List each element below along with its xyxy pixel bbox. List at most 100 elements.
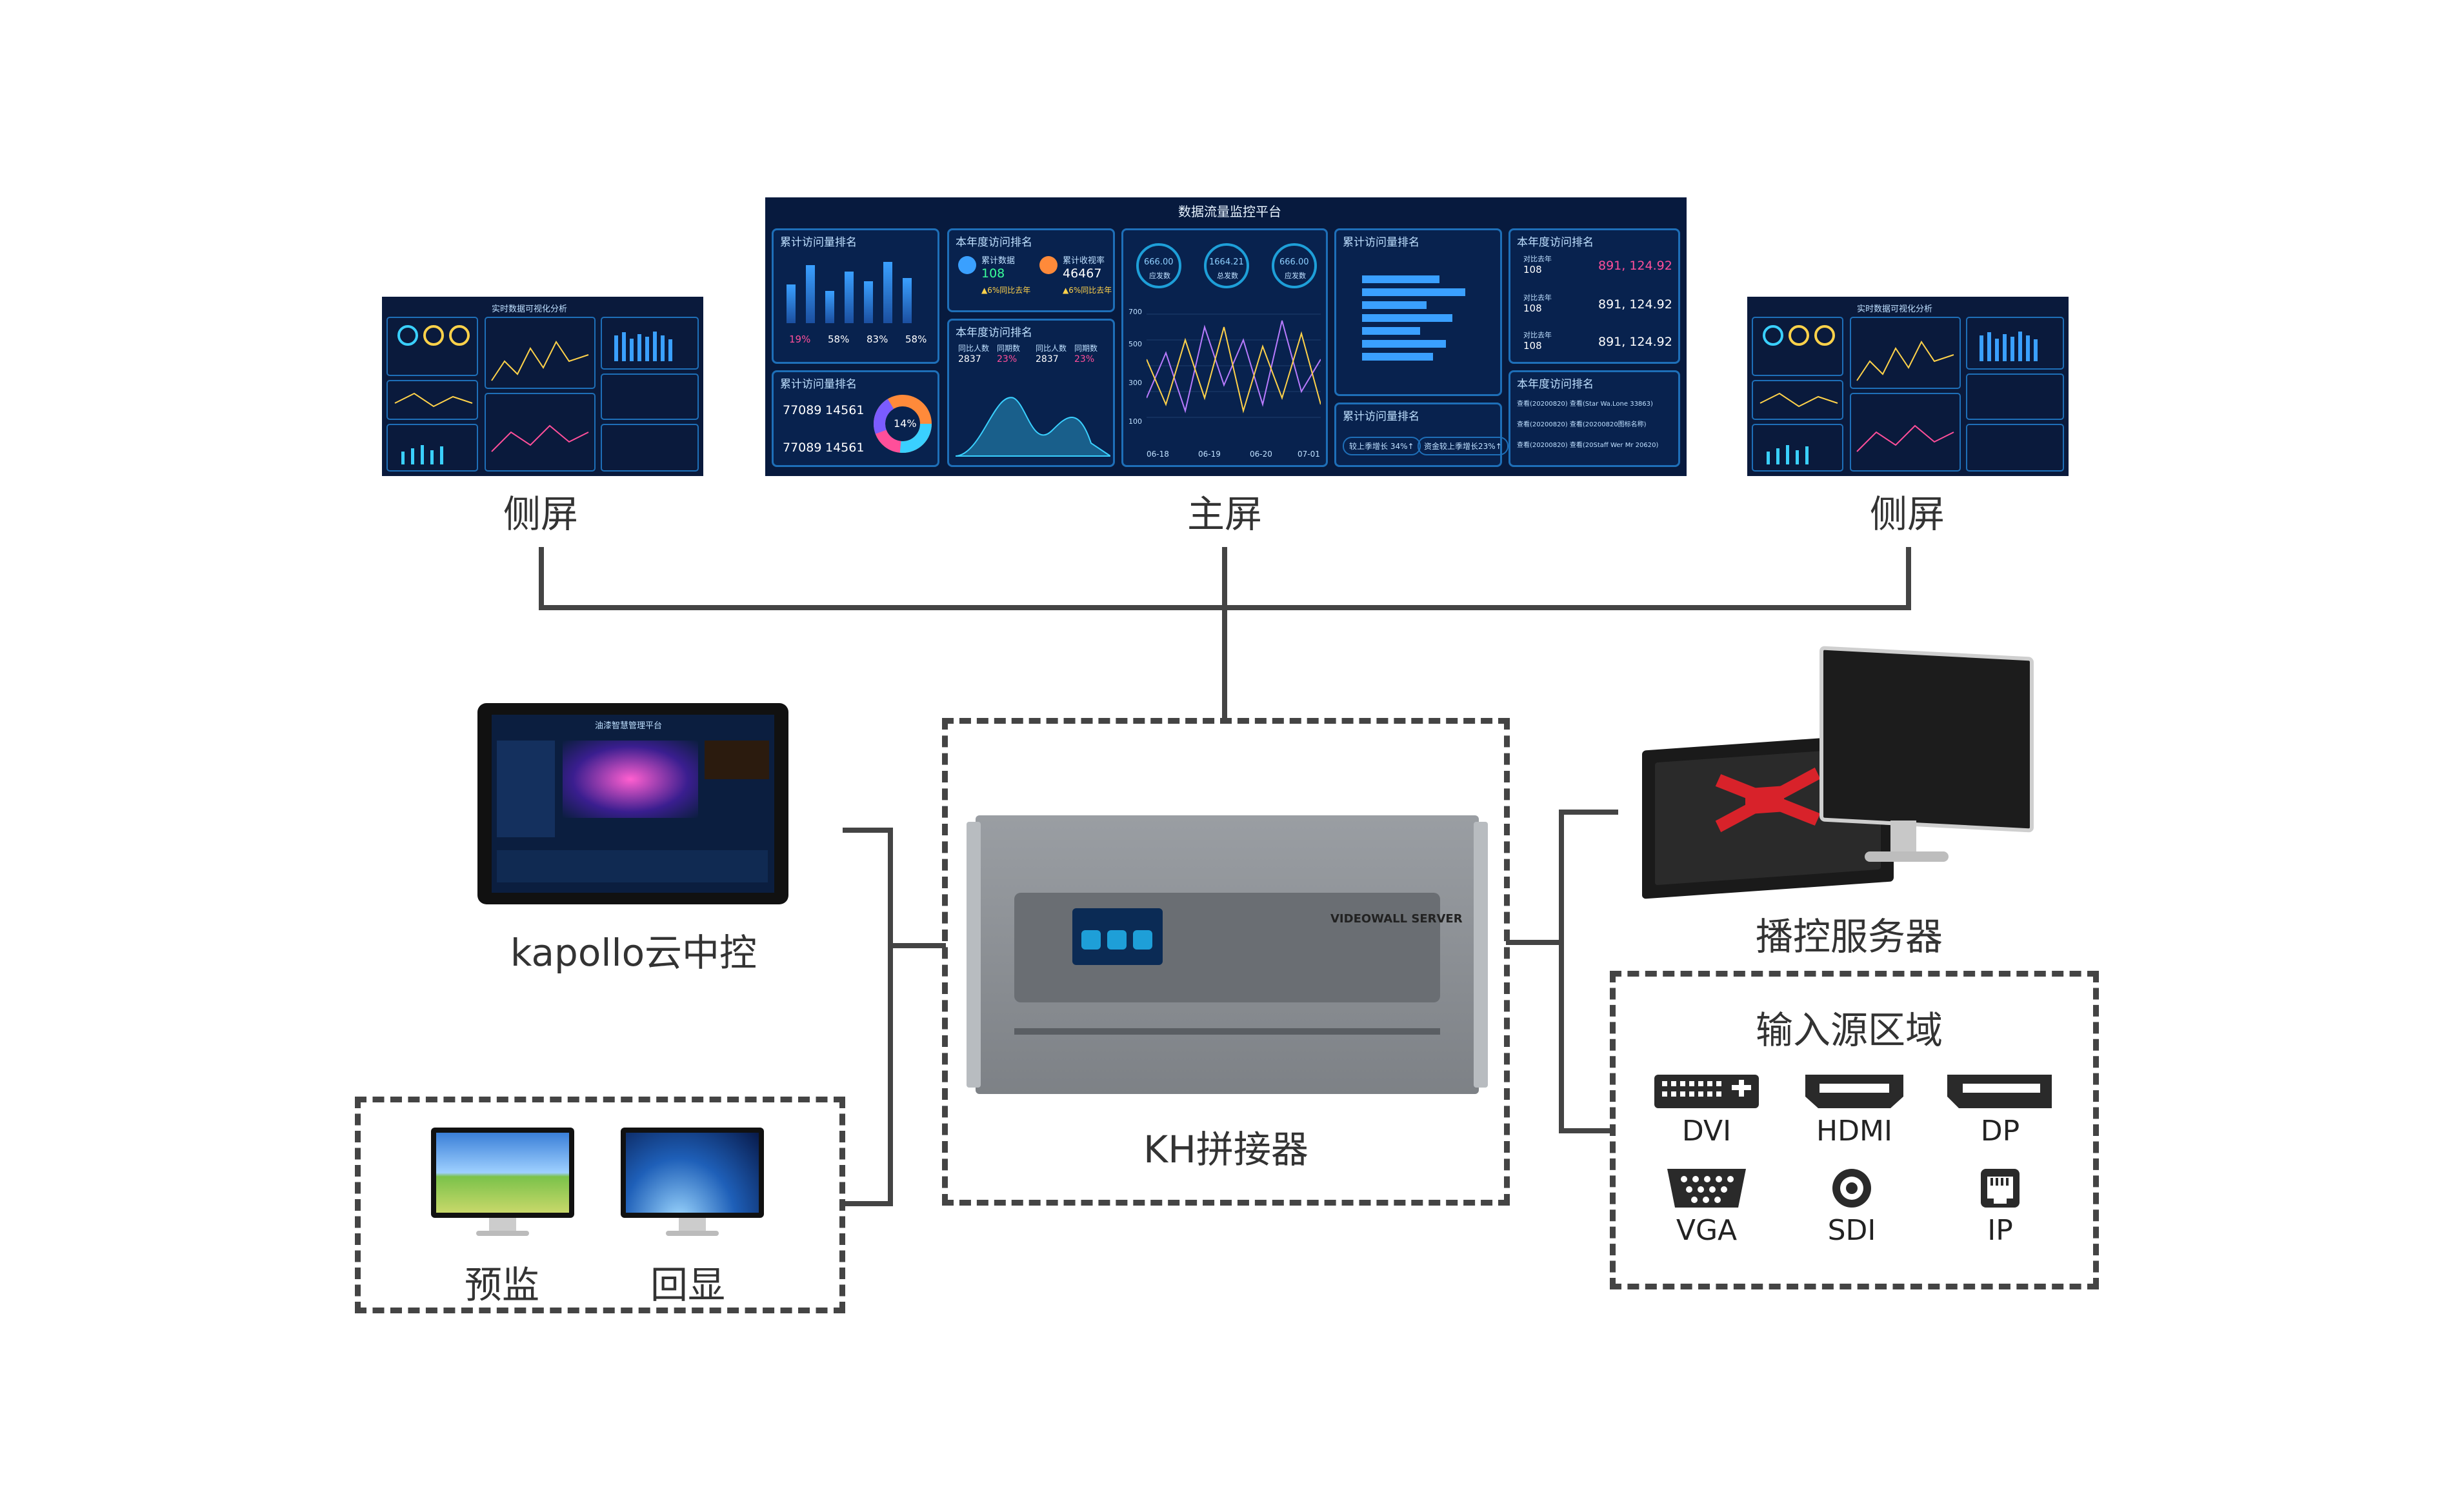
front-stripe	[1014, 1028, 1440, 1035]
tablet-controls	[497, 850, 768, 882]
center-drop-line	[1222, 547, 1227, 721]
main-panel-line: 666.00 1664.21 666.00 应发数 总发数 应发数 700 50…	[1121, 228, 1328, 467]
main-panel-hbars: 累计访问量排名	[1334, 228, 1502, 396]
playback-screen-image	[626, 1133, 759, 1213]
main-screen-label: 主屏	[1187, 492, 1263, 536]
hbar-group	[1362, 275, 1465, 361]
line-chart	[1147, 313, 1321, 418]
gauge-label: 总发数	[1217, 272, 1238, 280]
stage-preview	[563, 741, 698, 818]
tablet-title: 油漆智慧管理平台	[595, 721, 663, 731]
pair-number: 14561	[825, 441, 865, 455]
main-panel-bars: 累计访问量排名 19% 58% 83% 58%	[772, 228, 939, 364]
right-wire-v	[1559, 810, 1564, 1133]
dvi-port-icon	[1654, 1075, 1759, 1108]
stat-change: ▲6%同比去年	[1063, 286, 1112, 295]
table-value: 23%	[1074, 354, 1095, 364]
server-label: 播控服务器	[1755, 915, 1943, 959]
server-wire-h	[1559, 810, 1618, 815]
tablet-sidebar	[497, 741, 555, 837]
donut-chart	[874, 395, 932, 453]
compare-label: 对比去年	[1523, 293, 1552, 302]
pct-value: 19%	[789, 333, 811, 345]
gauge	[1136, 243, 1181, 288]
splicer-device: VIDEOWALL SERVER	[967, 815, 1488, 1094]
left-side-screen-label: 侧屏	[503, 492, 579, 536]
main-panel-values: 本年度访问排名 对比去年 108 891, 124.92 对比去年 108 89…	[1509, 228, 1680, 364]
tablet-screen: 油漆智慧管理平台	[492, 715, 774, 893]
splicer-brand-text: VIDEOWALL SERVER	[1330, 912, 1463, 926]
rack-ear-left	[967, 822, 981, 1088]
compare-label: 对比去年	[1523, 331, 1552, 339]
pair-number: 77089	[783, 403, 822, 417]
gauge	[1204, 243, 1249, 288]
rack-ear-right	[1474, 822, 1488, 1088]
monitor-dashed-box	[355, 1097, 845, 1313]
side-screen-graphics	[1752, 317, 2064, 472]
x-tick: 06-18	[1147, 450, 1169, 459]
right-from-splicer-wire	[1506, 940, 1564, 945]
table-value: 23%	[997, 354, 1017, 364]
sdi-label: SDI	[1827, 1214, 1876, 1247]
wave-chart	[956, 397, 1110, 457]
gauge-label: 应发数	[1149, 272, 1170, 280]
list-item: 查看(20200820) 查看(Star Wa.Lone 33863)	[1517, 401, 1653, 408]
gauge-label: 应发数	[1285, 272, 1306, 280]
panel-title: 本年度访问排名	[956, 236, 1032, 249]
server-monitor	[1819, 646, 2034, 871]
pct-value: 58%	[905, 333, 927, 345]
side-screen-right: 实时数据可视化分析	[1747, 297, 2069, 476]
x-tick: 06-19	[1198, 450, 1221, 459]
splicer-dashed-box	[942, 718, 1510, 1206]
stack-icon	[958, 256, 976, 274]
left-drop-line	[539, 547, 544, 610]
y-tick: 500	[1128, 340, 1142, 348]
left-wire-v	[888, 828, 893, 1206]
kapollo-label: kapollo云中控	[510, 931, 757, 975]
growth-button: 较上季增长 34%↑	[1343, 437, 1421, 455]
list-item: 查看(20200820) 查看(20200820图标名称)	[1517, 421, 1647, 428]
main-screen-title: 数据流量监控平台	[1178, 204, 1281, 219]
small-value: 108	[1523, 264, 1542, 275]
stat-value: 46467	[1063, 266, 1102, 281]
main-panel-buttons: 累计访问量排名 较上季增长 34%↑ 资金较上季增长23%↑	[1334, 403, 1509, 467]
gauge-value: 1664.21	[1209, 257, 1244, 267]
side-screen-left: 实时数据可视化分析	[382, 297, 703, 476]
main-panel-list: 本年度访问排名 查看(20200820) 查看(Star Wa.Lone 338…	[1509, 370, 1680, 467]
splicer-label: KH拼接器	[1143, 1128, 1308, 1171]
big-value: 891, 124.92	[1598, 335, 1672, 349]
tablet-device: 油漆智慧管理平台	[477, 703, 788, 904]
main-panel-wave: 本年度访问排名 同比人数 同期数 同比人数 同期数 2837 23% 2837 …	[947, 319, 1115, 467]
table-value: 2837	[958, 354, 981, 364]
compare-label: 对比去年	[1523, 255, 1552, 263]
list-item: 查看(20200820) 查看(20Staff Wer Mr 20620)	[1517, 442, 1659, 449]
pct-value: 58%	[828, 333, 850, 345]
tablet-wire-h	[843, 828, 893, 833]
preview-label: 预监	[464, 1263, 540, 1307]
y-tick: 700	[1128, 308, 1142, 316]
table-head: 同期数	[1074, 344, 1098, 353]
panel-title: 累计访问量排名	[780, 378, 857, 391]
table-value: 2837	[1036, 354, 1059, 364]
touch-display	[1072, 908, 1163, 965]
right-drop-line	[1906, 547, 1911, 610]
x-tick: 07-01	[1298, 450, 1320, 459]
big-value: 891, 124.92	[1598, 259, 1672, 273]
panel-title: 累计访问量排名	[780, 236, 857, 249]
y-tick: 100	[1128, 417, 1142, 426]
left-to-splicer-wire	[888, 943, 946, 948]
playback-monitor	[621, 1128, 764, 1236]
stat-label: 累计数据	[981, 256, 1016, 266]
pair-number: 77089	[783, 441, 822, 455]
stat-value: 108	[981, 266, 1005, 281]
side-screen-title: 实时数据可视化分析	[1857, 304, 1933, 314]
input-area-title: 输入源区域	[1755, 1008, 1943, 1052]
dp-label: DP	[1980, 1115, 2020, 1148]
small-value: 108	[1523, 340, 1542, 352]
panel-title: 本年度访问排名	[1517, 378, 1594, 391]
hdmi-port-icon	[1805, 1075, 1903, 1108]
table-head: 同期数	[997, 344, 1021, 353]
side-screen-title: 实时数据可视化分析	[492, 304, 568, 314]
gauge-value: 666.00	[1279, 257, 1309, 267]
y-tick: 300	[1128, 379, 1142, 387]
